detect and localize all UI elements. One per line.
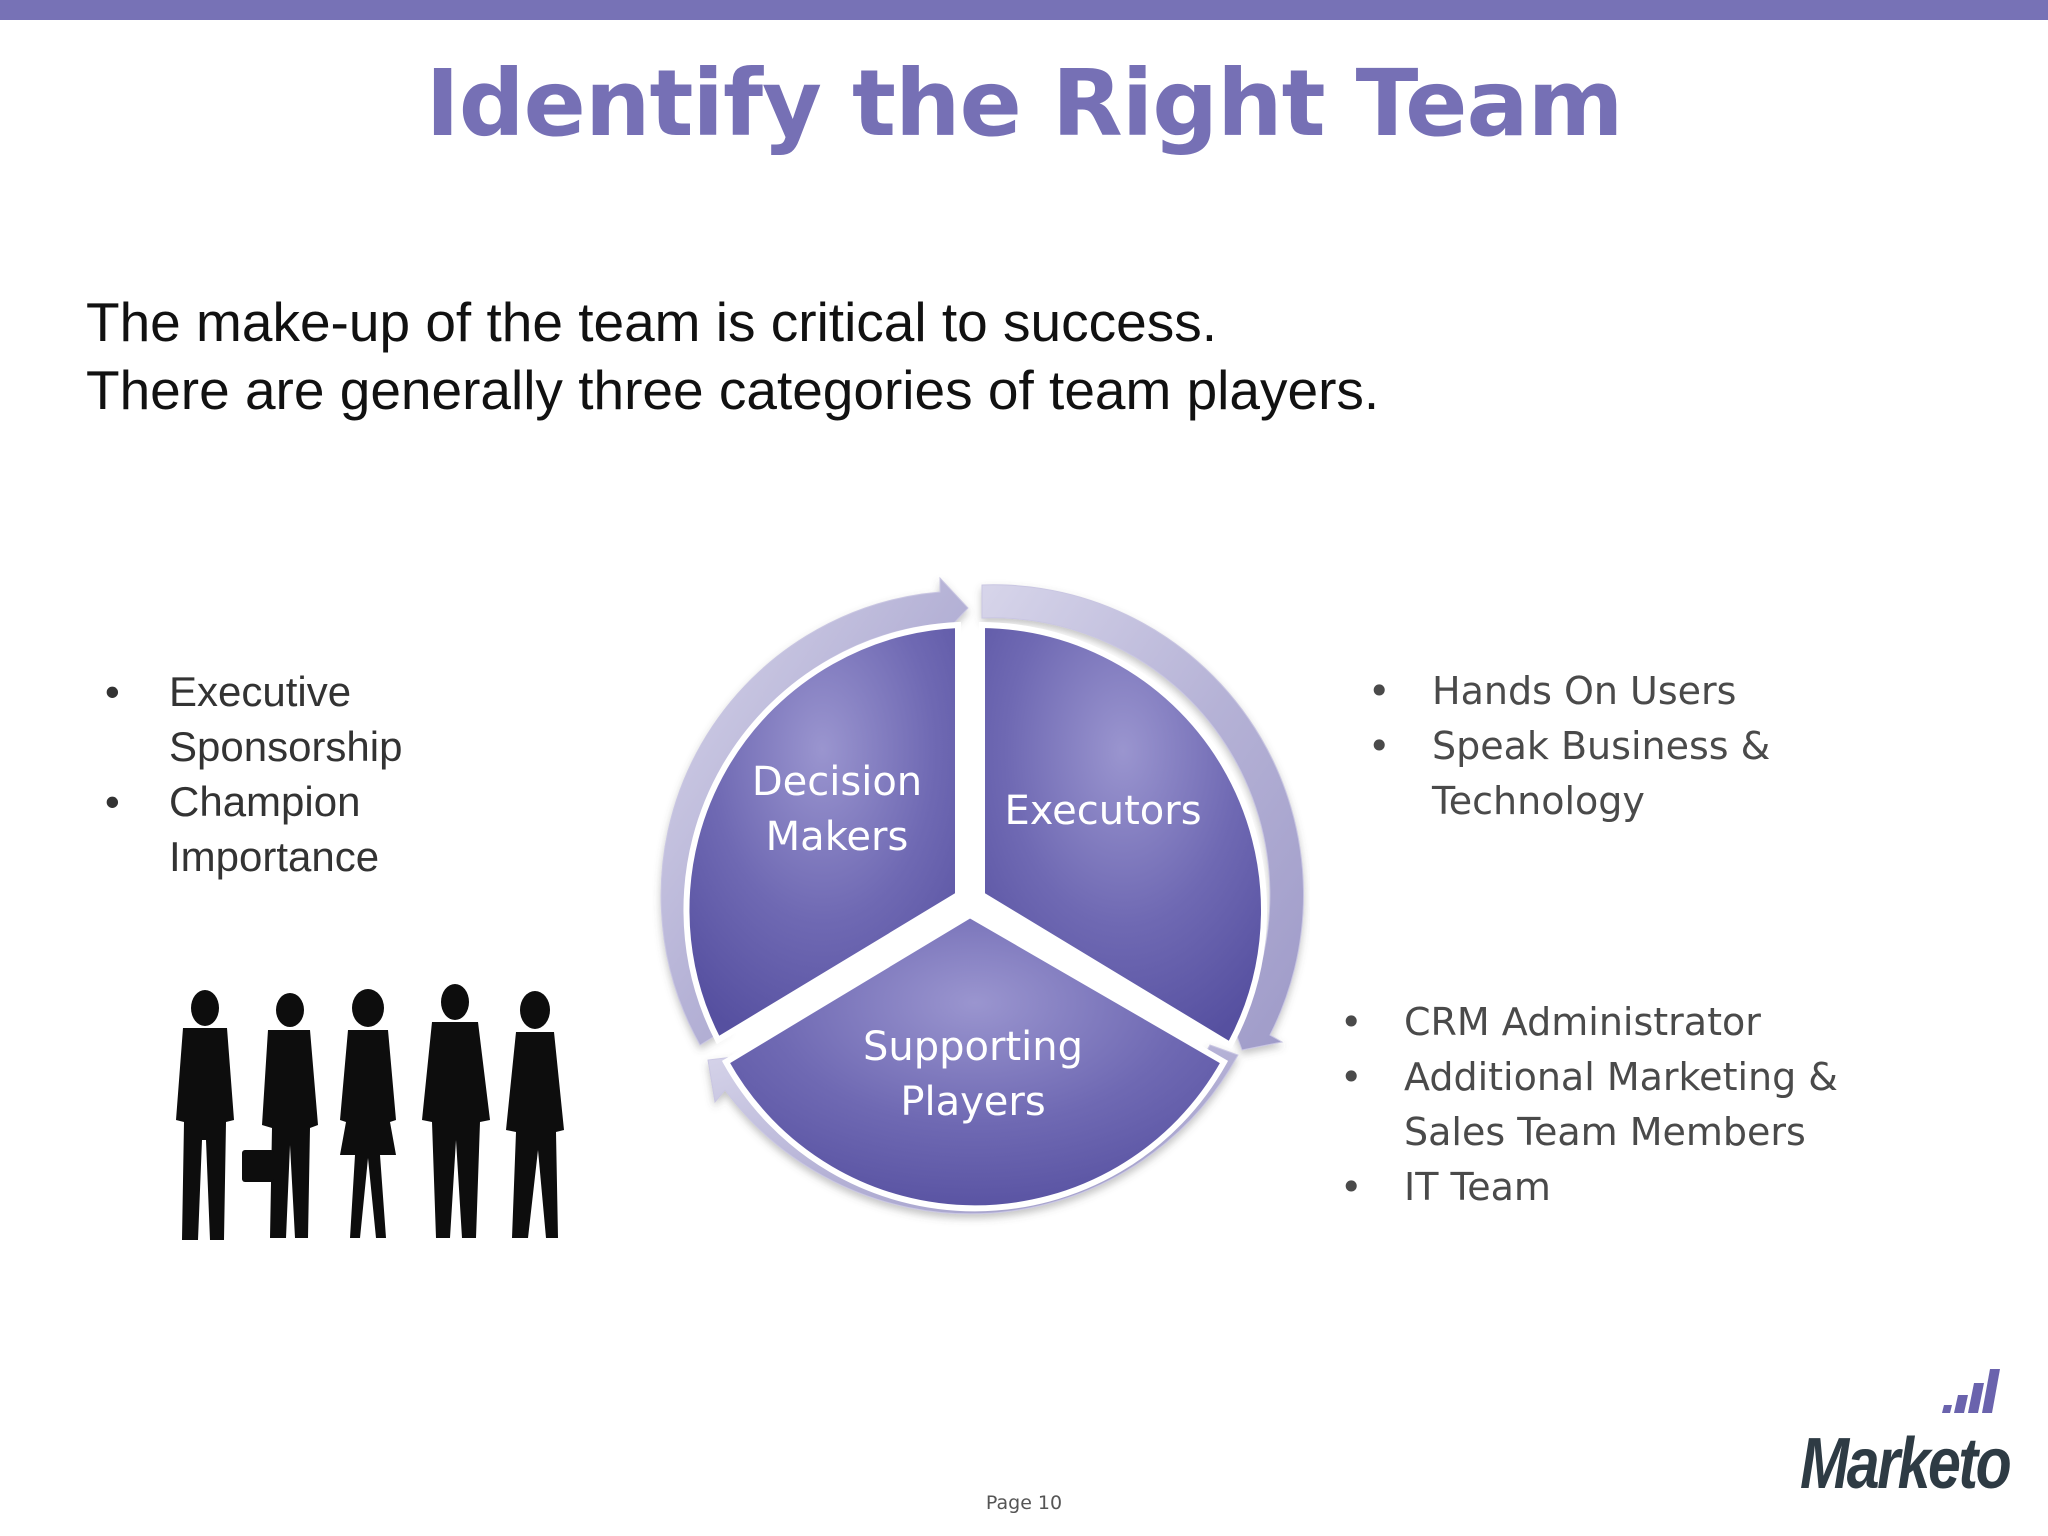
bullet-text: Technology xyxy=(1432,779,1645,823)
bullet-icon: • xyxy=(1368,724,1391,768)
bullet-icon: • xyxy=(1340,1055,1363,1099)
list-item: • Champion Importance xyxy=(105,774,485,884)
list-item: • Speak Business & Technology xyxy=(1368,719,1888,829)
page-number: Page 10 xyxy=(985,1492,1063,1514)
list-item: • Executive Sponsorship xyxy=(105,664,485,774)
bullet-text: Executive xyxy=(169,668,352,715)
team-cycle-diagram: Decision Makers Executors Supporting Pla… xyxy=(660,576,1305,1215)
bullet-text: Importance xyxy=(169,833,380,880)
intro-line: The make-up of the team is critical to s… xyxy=(86,291,1217,353)
bullet-icon: • xyxy=(105,778,120,825)
intro-text: The make-up of the team is critical to s… xyxy=(86,288,1379,424)
list-item: • Additional Marketing & Sales Team Memb… xyxy=(1340,1050,1900,1160)
segment-label: Decision xyxy=(752,759,922,805)
bullet-icon: • xyxy=(1340,1000,1363,1044)
decision-makers-bullets: • Executive Sponsorship • Champion Impor… xyxy=(105,664,485,884)
bullet-text: IT Team xyxy=(1404,1165,1551,1209)
bullet-icon: • xyxy=(1368,669,1391,713)
segment-decision-makers xyxy=(683,621,961,1045)
person-silhouette-icon xyxy=(506,991,564,1238)
intro-line: There are generally three categories of … xyxy=(86,359,1380,421)
bullet-text: Champion xyxy=(169,778,361,825)
segment-executors xyxy=(979,621,1268,1050)
segment-label: Executors xyxy=(1004,788,1201,834)
logo-wordmark: Marketo xyxy=(1800,1424,2012,1504)
supporting-players-bullets: • CRM Administrator • Additional Marketi… xyxy=(1340,995,1900,1215)
person-silhouette-icon xyxy=(340,989,396,1238)
segment-supporting-players xyxy=(721,911,1229,1212)
marketo-logo-bars-icon xyxy=(1942,1369,2000,1413)
bullet-icon: • xyxy=(105,668,120,715)
slide-title: Identify the Right Team xyxy=(425,50,1623,157)
bullet-text: Sponsorship xyxy=(169,723,403,770)
segment-label: Players xyxy=(900,1079,1045,1125)
bullet-text: CRM Administrator xyxy=(1404,1000,1761,1044)
segment-label: Makers xyxy=(766,814,909,860)
cycle-arrow-right xyxy=(981,584,1305,1051)
person-silhouette-icon xyxy=(422,984,490,1238)
person-silhouette-icon xyxy=(176,990,234,1240)
cycle-segments xyxy=(683,621,1268,1212)
bullet-icon: • xyxy=(1340,1165,1363,1209)
bullet-text: Additional Marketing & xyxy=(1404,1055,1838,1099)
executors-bullets: • Hands On Users • Speak Business & Tech… xyxy=(1368,664,1888,829)
bullet-text: Sales Team Members xyxy=(1404,1110,1806,1154)
top-accent-bar xyxy=(0,0,2048,20)
list-item: • Hands On Users xyxy=(1368,664,1888,719)
bullet-text: Hands On Users xyxy=(1432,669,1737,713)
marketo-logo: Marketo xyxy=(1800,1365,2015,1505)
person-silhouette-icon xyxy=(242,993,318,1238)
bullet-text: Speak Business & xyxy=(1432,724,1771,768)
list-item: • IT Team xyxy=(1340,1160,1900,1215)
business-people-silhouettes-icon xyxy=(176,984,564,1240)
list-item: • CRM Administrator xyxy=(1340,995,1900,1050)
segment-label: Supporting xyxy=(863,1024,1083,1070)
